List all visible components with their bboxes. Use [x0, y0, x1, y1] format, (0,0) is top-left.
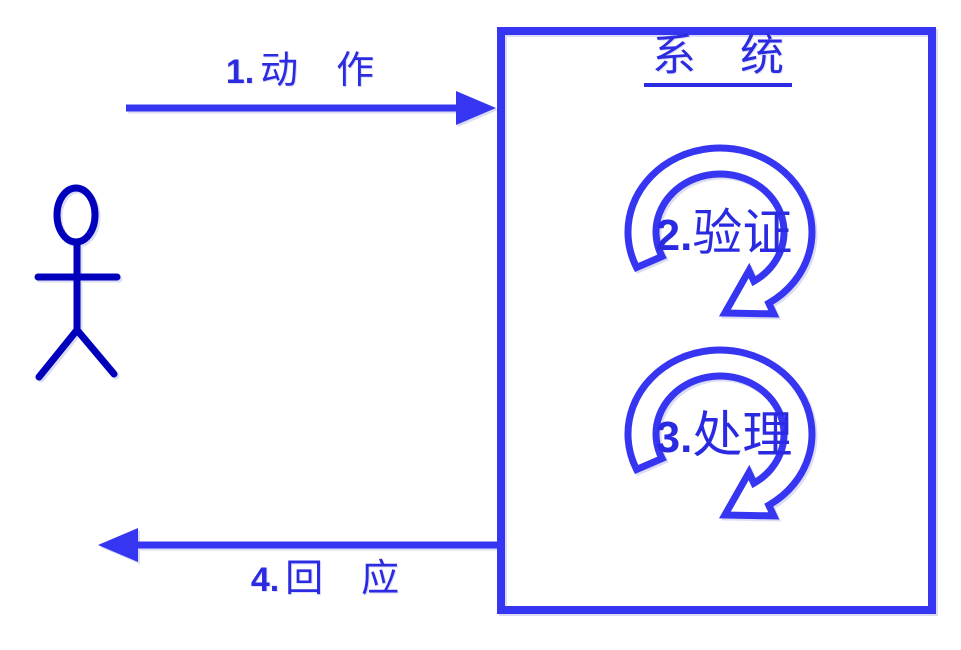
- request-step-text: 动 作: [260, 50, 375, 92]
- response-step-number: 4.: [250, 561, 280, 599]
- system-box-border: [497, 27, 936, 614]
- verify-step-number: 2.: [655, 211, 693, 260]
- request-arrow-label: 1.动 作: [226, 52, 374, 90]
- response-arrow-label: 4.回 应: [251, 560, 399, 598]
- process-loop-label: 3.处理: [656, 410, 793, 460]
- response-step-text: 回 应: [285, 558, 400, 600]
- system-box-title: 系 统: [644, 34, 792, 87]
- verify-loop-label: 2.验证: [656, 208, 793, 258]
- system-box-title-text: 系 统: [644, 34, 792, 87]
- process-step-number: 3.: [655, 413, 693, 462]
- request-arrow: [126, 91, 496, 125]
- verify-step-text: 验证: [692, 205, 793, 261]
- process-loop-arrow-icon: [624, 346, 816, 520]
- process-step-text: 处理: [692, 407, 793, 463]
- response-arrow: [98, 528, 500, 562]
- request-step-number: 1.: [225, 53, 255, 91]
- person-stick-figure-icon: [34, 184, 121, 381]
- verify-loop-arrow-icon: [624, 144, 816, 318]
